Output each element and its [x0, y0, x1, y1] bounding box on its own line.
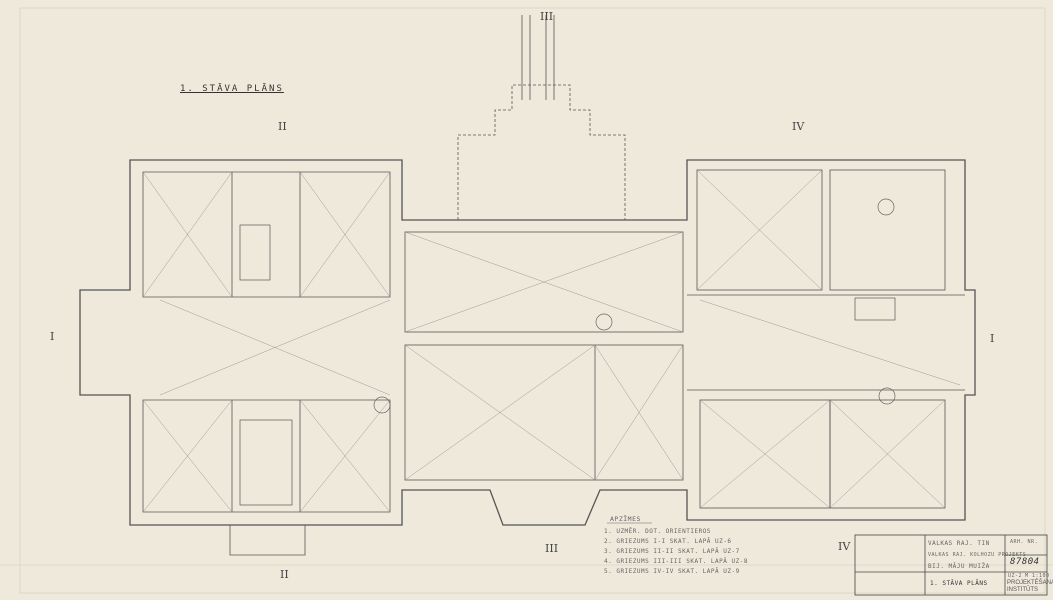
legend-item: 4. GRIEZUMS III-III SKAT. LAPĀ UZ-8: [604, 558, 748, 565]
drawing-number: 87804: [1010, 557, 1040, 567]
section-mark-i-left: I: [50, 330, 55, 343]
section-mark-iii-bottom: III: [545, 542, 559, 555]
sheet-border: [19, 7, 1046, 594]
building: BIJ. MĀJU MUIŽA: [928, 563, 990, 570]
section-mark-iv-bottom: IV: [838, 540, 851, 553]
section-mark-iv-top: IV: [792, 120, 805, 133]
section-mark-i-right: I: [990, 332, 995, 345]
legend-item: 3. GRIEZUMS II-II SKAT. LAPĀ UZ-7: [604, 548, 740, 555]
section-mark-ii-top: II: [278, 120, 287, 133]
sheet-title: 1. STĀVA PLĀNS: [180, 84, 284, 94]
district: VALKAS RAJ. TIN: [928, 540, 990, 547]
institute: PROJEKTĒŠANAS INSTITŪTS: [1007, 580, 1053, 593]
legend-heading: APZĪMES: [610, 515, 641, 523]
object: VALKAS RAJ. KOLHOZU PROJEKTS: [928, 552, 1027, 558]
building-walls: [79, 15, 976, 556]
scale: M 1:100: [1025, 573, 1050, 579]
legend-item: 1. UZMĒR. DOT. ORIENTIEROS: [604, 528, 711, 535]
sheet-code: UZ-2: [1008, 573, 1023, 579]
diagonal-measurement-lines: [142, 169, 961, 513]
legend-item: 2. GRIEZUMS I-I SKAT. LAPĀ UZ-6: [604, 538, 732, 545]
section-mark-ii-bottom: II: [280, 568, 289, 581]
section-mark-iii-top: III: [540, 10, 554, 23]
sheet-name: 1. STĀVA PLĀNS: [930, 580, 988, 587]
title-block-lines: [854, 534, 1048, 596]
archive: ARH. NR.: [1010, 539, 1039, 545]
legend-item: 5. GRIEZUMS IV-IV SKAT. LAPĀ UZ-9: [604, 568, 740, 575]
stoves: [373, 198, 896, 414]
